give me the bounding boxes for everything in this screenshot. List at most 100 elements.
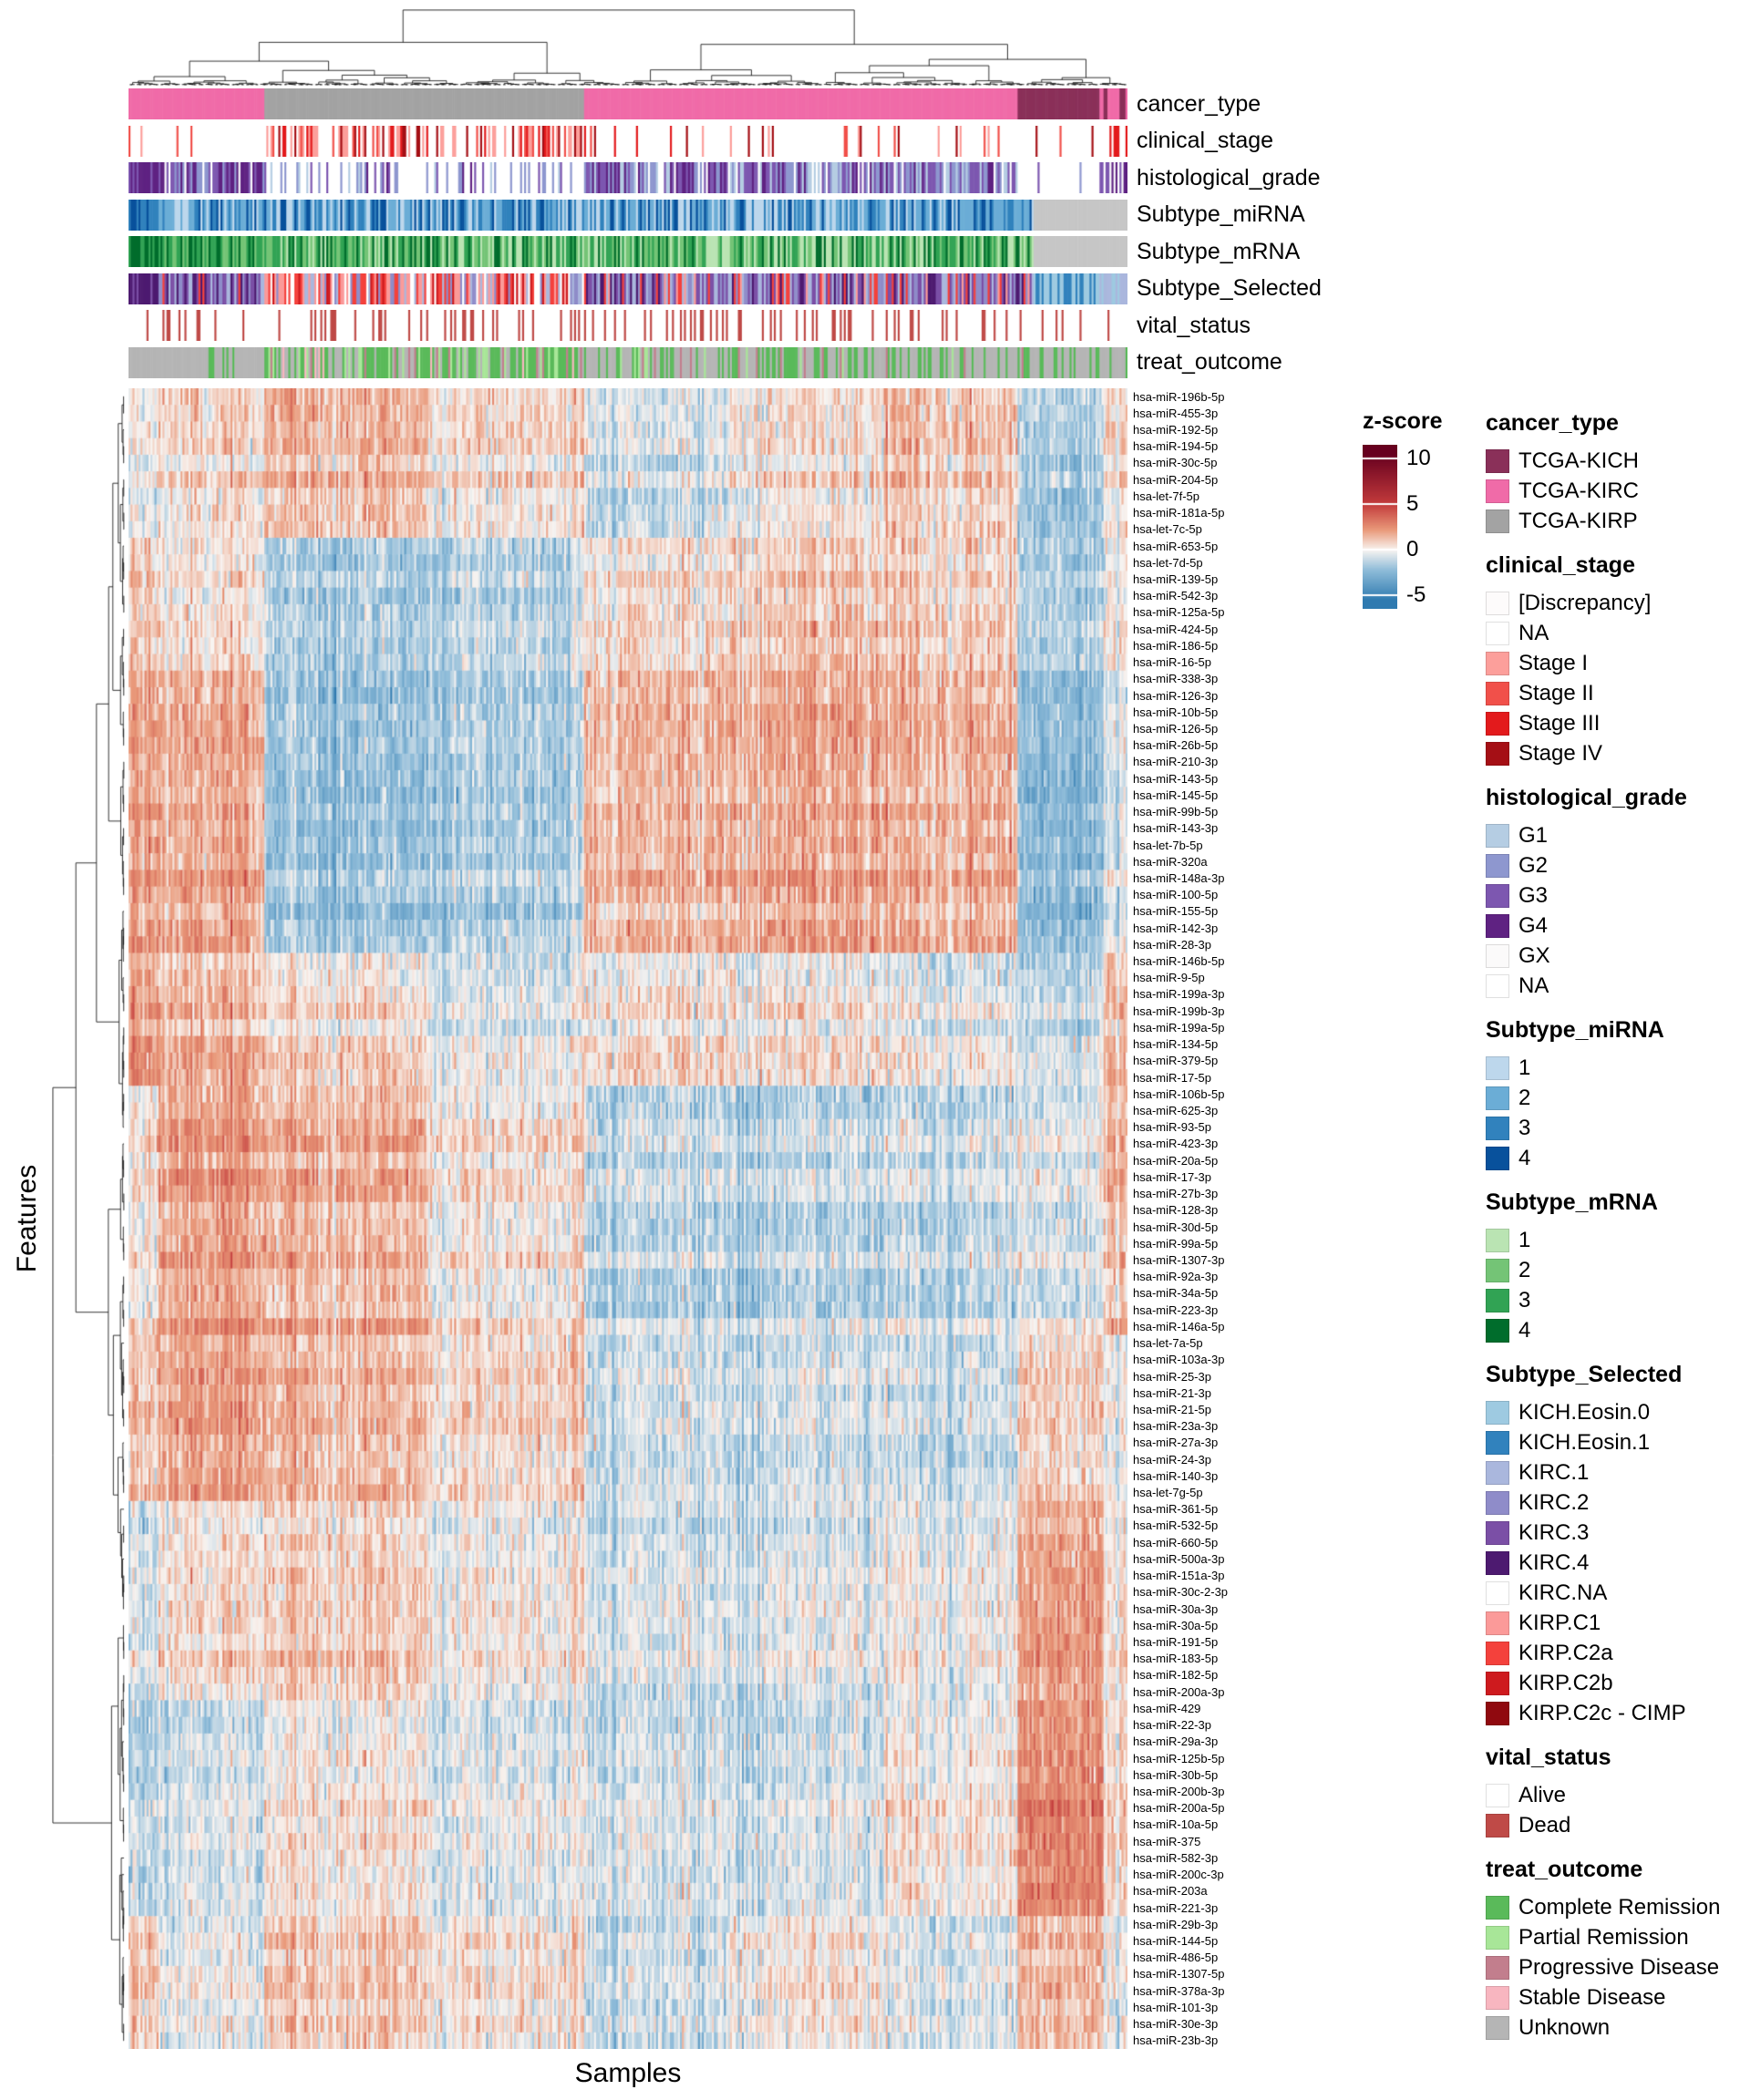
- zscore-colorbar: [1363, 445, 1397, 609]
- row-label: hsa-miR-23b-3p: [1133, 2033, 1219, 2048]
- legend-label: 3: [1518, 1115, 1531, 1140]
- row-label: hsa-miR-181a-5p: [1133, 506, 1225, 520]
- legend-item: Complete Remission: [1486, 1892, 1750, 1922]
- legend-label: Alive: [1518, 1782, 1567, 1807]
- row-label: hsa-miR-200a-5p: [1133, 1801, 1225, 1816]
- row-label: hsa-miR-126-5p: [1133, 721, 1219, 736]
- legend-label: Progressive Disease: [1518, 1954, 1720, 1980]
- legend-swatch: [1486, 741, 1509, 766]
- legend-label: Stage I: [1518, 650, 1589, 675]
- annotation-track-canvas-vital_status: [129, 310, 1127, 341]
- row-label: hsa-miR-125a-5p: [1133, 605, 1225, 620]
- row-label: hsa-miR-99a-5p: [1133, 1236, 1219, 1251]
- legend-item: NA: [1486, 971, 1750, 1001]
- row-label: hsa-miR-192-5p: [1133, 423, 1219, 438]
- colorbar-tick-label: 10: [1406, 446, 1431, 470]
- row-label: hsa-let-7c-5p: [1133, 522, 1202, 537]
- legend-label: KIRP.C2c - CIMP: [1518, 1700, 1686, 1725]
- legend-swatch: [1486, 1925, 1509, 1950]
- colorbar-tick-label: 5: [1406, 491, 1419, 516]
- legend-item: KIRC.1: [1486, 1457, 1750, 1488]
- column-dendrogram: [129, 9, 1127, 86]
- row-label: hsa-miR-143-5p: [1133, 771, 1219, 786]
- legend-item: KICH.Eosin.1: [1486, 1427, 1750, 1457]
- legend-swatch: [1486, 1955, 1509, 1980]
- legend-label: 2: [1518, 1257, 1531, 1282]
- legend-swatch: [1486, 1611, 1509, 1635]
- legend-item: G2: [1486, 850, 1750, 880]
- legend-label: KIRC.3: [1518, 1519, 1590, 1545]
- legend-item: NA: [1486, 618, 1750, 648]
- row-label: hsa-miR-186-5p: [1133, 638, 1219, 653]
- legend-label: G4: [1518, 912, 1549, 938]
- legend-label: KICH.Eosin.0: [1518, 1399, 1651, 1425]
- legend-item: 1: [1486, 1053, 1750, 1083]
- legend-label: KIRC.4: [1518, 1549, 1590, 1575]
- row-label: hsa-miR-106b-5p: [1133, 1086, 1225, 1101]
- row-label: hsa-miR-24-3p: [1133, 1452, 1211, 1467]
- row-label: hsa-miR-30c-2-3p: [1133, 1585, 1229, 1600]
- legend-label: 2: [1518, 1085, 1531, 1110]
- legend-item: KIRC.4: [1486, 1548, 1750, 1578]
- row-label: hsa-miR-100-5p: [1133, 888, 1219, 902]
- row-label: hsa-miR-151a-3p: [1133, 1569, 1225, 1583]
- row-label: hsa-miR-194-5p: [1133, 439, 1219, 454]
- row-label: hsa-let-7d-5p: [1133, 555, 1203, 570]
- legend-swatch: [1486, 1055, 1509, 1080]
- legend-label: G3: [1518, 882, 1549, 908]
- annotation-track-canvas-Subtype_miRNA: [129, 199, 1127, 231]
- row-label: hsa-miR-155-5p: [1133, 904, 1219, 919]
- row-label: hsa-miR-143-3p: [1133, 821, 1219, 836]
- row-label: hsa-miR-23a-3p: [1133, 1419, 1219, 1434]
- row-label: hsa-miR-148a-3p: [1133, 870, 1225, 885]
- legend-label: 4: [1518, 1317, 1531, 1343]
- legend-title: histological_grade: [1486, 785, 1687, 810]
- legend-item: 4: [1486, 1315, 1750, 1345]
- row-label: hsa-miR-486-5p: [1133, 1951, 1219, 1965]
- legend-swatch: [1486, 1430, 1509, 1455]
- annotation-track-label-Subtype_Selected: Subtype_Selected: [1137, 275, 1322, 301]
- legend-swatch: [1486, 1288, 1509, 1312]
- row-label: hsa-miR-361-5p: [1133, 1502, 1219, 1517]
- row-label: hsa-miR-21-5p: [1133, 1402, 1211, 1416]
- annotation-track-label-Subtype_miRNA: Subtype_miRNA: [1137, 201, 1305, 227]
- legend-swatch: [1486, 853, 1509, 878]
- row-label: hsa-miR-17-3p: [1133, 1169, 1211, 1184]
- row-label: hsa-miR-221-3p: [1133, 1900, 1219, 1915]
- heatmap-body: [129, 388, 1127, 2049]
- legend-swatch: [1486, 1580, 1509, 1605]
- legend-swatch: [1486, 1783, 1509, 1807]
- row-label: hsa-miR-582-3p: [1133, 1850, 1219, 1865]
- legend-swatch: [1486, 591, 1509, 615]
- row-label: hsa-miR-30a-5p: [1133, 1618, 1219, 1632]
- annotation-track-label-vital_status: vital_status: [1137, 312, 1251, 338]
- annotation-track-label-cancer_type: cancer_type: [1137, 90, 1261, 117]
- legend-item: [Discrepancy]: [1486, 588, 1750, 618]
- legend-label: 1: [1518, 1055, 1531, 1080]
- row-label: hsa-miR-25-3p: [1133, 1369, 1211, 1384]
- colorbar-tick-label: 0: [1406, 537, 1419, 561]
- legend-swatch: [1486, 1116, 1509, 1140]
- legend-swatch: [1486, 1146, 1509, 1170]
- row-label: hsa-miR-21-3p: [1133, 1385, 1211, 1400]
- x-axis-label: Samples: [574, 2058, 682, 2088]
- row-label: hsa-miR-200b-3p: [1133, 1784, 1225, 1798]
- annotation-track-canvas-Subtype_mRNA: [129, 236, 1127, 267]
- row-label: hsa-miR-30e-3p: [1133, 2017, 1219, 2032]
- row-label: hsa-miR-429: [1133, 1701, 1201, 1715]
- row-label: hsa-miR-92a-3p: [1133, 1270, 1219, 1284]
- legend-item: 1: [1486, 1225, 1750, 1255]
- row-label: hsa-miR-146a-5p: [1133, 1319, 1225, 1333]
- legend-title: Subtype_Selected: [1486, 1362, 1683, 1387]
- legend-label: TCGA-KIRC: [1518, 478, 1639, 503]
- legend-swatch: [1486, 1550, 1509, 1575]
- legend-label: Stable Disease: [1518, 1984, 1666, 2010]
- legend-swatch: [1486, 621, 1509, 645]
- legend-swatch: [1486, 509, 1509, 533]
- annotation-track-canvas-treat_outcome: [129, 346, 1127, 378]
